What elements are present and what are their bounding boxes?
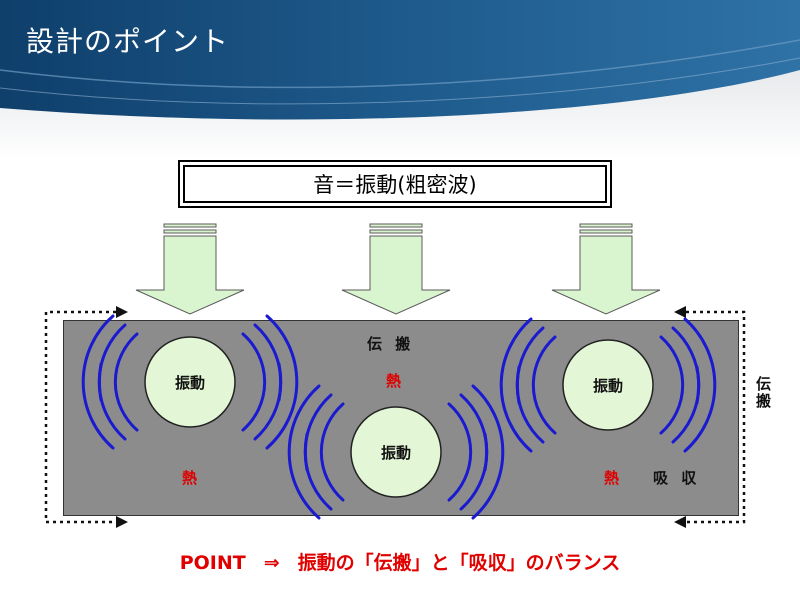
vibration-label-left: 振動 [174, 374, 205, 392]
point-keyword: POINT [179, 552, 246, 574]
arrowhead-left-top [116, 306, 128, 318]
arrowhead-right-bottom [674, 516, 686, 528]
arrowhead-right-top [674, 306, 686, 318]
down-arrow-center [341, 223, 451, 315]
point-text: 振動の「伝搬」と「吸収」のバランス [297, 552, 621, 574]
down-arrow-left [135, 223, 245, 315]
absorption-label: 吸 収 [653, 469, 701, 487]
heat-label-right: 熱 [604, 469, 624, 487]
propagation-label-top: 伝 搬 [367, 335, 415, 353]
propagation-label-side: 伝搬 [754, 376, 772, 410]
heat-label-center: 熱 [386, 372, 406, 390]
header-background [0, 0, 800, 160]
point-line: POINT ⇒ 振動の「伝搬」と「吸収」のバランス [0, 548, 800, 575]
arrowhead-left-bottom [116, 516, 128, 528]
implies-arrow: ⇒ [263, 552, 280, 574]
vibration-label-right: 振動 [592, 377, 623, 395]
slide-title: 設計のポイント [26, 25, 230, 58]
down-arrow-right [551, 223, 661, 315]
sound-definition-banner: 音＝振動(粗密波) [178, 160, 612, 208]
vibration-label-center: 振動 [380, 444, 411, 462]
heat-label-left: 熱 [182, 469, 202, 487]
